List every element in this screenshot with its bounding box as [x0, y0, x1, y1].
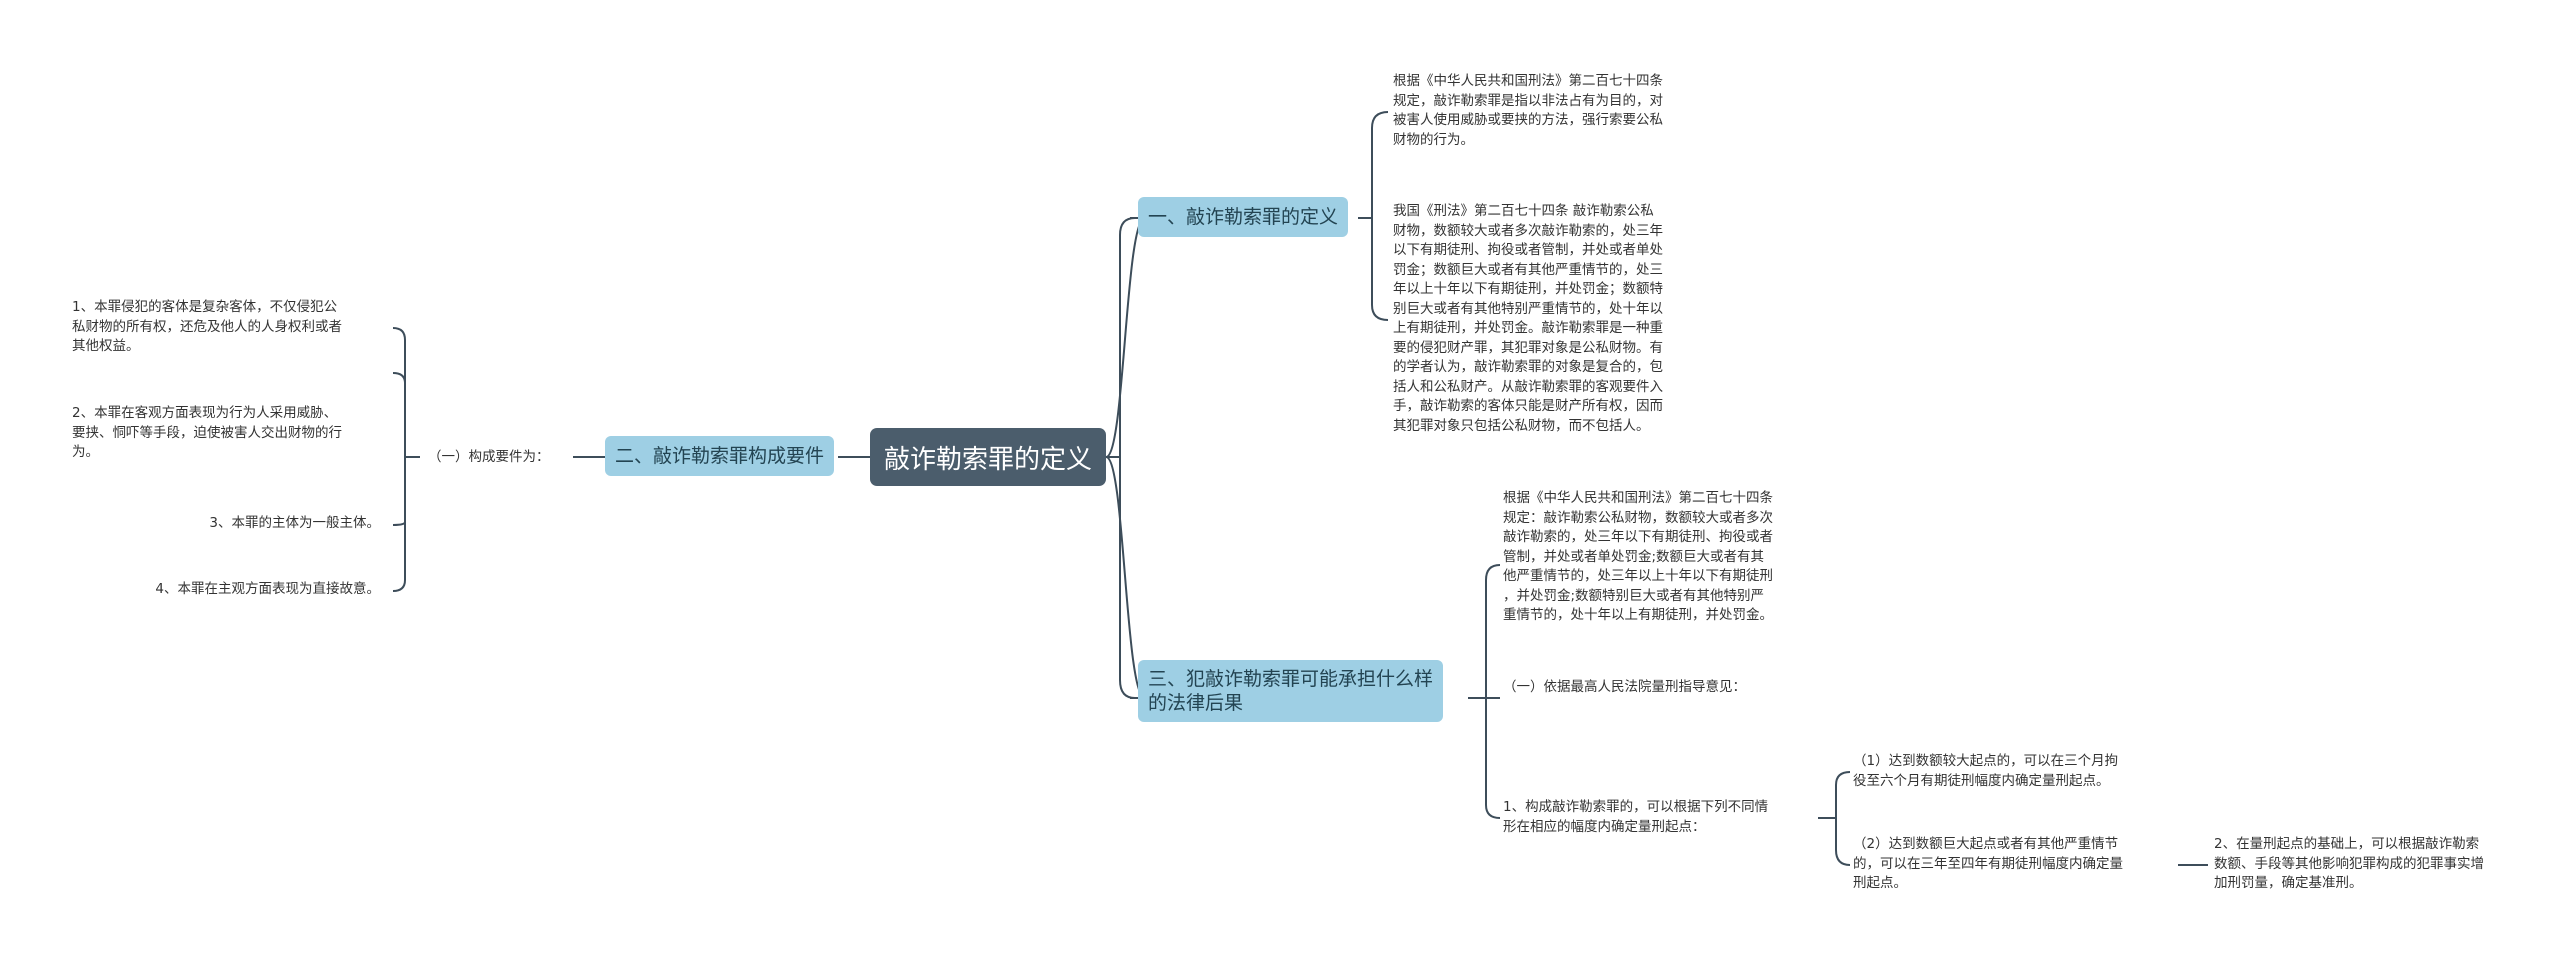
- text-line: 其犯罪对象只包括公私财物，而不包括人。: [1393, 417, 1650, 434]
- text-line: 财物的行为。: [1393, 131, 1474, 148]
- branch-definition[interactable]: 一、敲诈勒索罪的定义: [1138, 197, 1349, 237]
- text-line: （一）构成要件为：: [428, 449, 550, 465]
- consequences-case-1: （1）达到数额较大起点的，可以在三个月拘 役至六个月有期徒刑幅度内确定量刑起点。: [1853, 752, 2118, 791]
- text-line: ，并处罚金;数额特别巨大或者有其他特别严: [1503, 587, 1765, 604]
- link-rule-cases: [1818, 771, 1851, 866]
- text-line: 规定，敲诈勒索罪是指以非法占有为目的，对: [1393, 92, 1663, 109]
- link-sub-items: [392, 327, 420, 592]
- text-line: 罚金；数额巨大或者有其他严重情节的，处三: [1393, 261, 1663, 278]
- text-line: （2）达到数额巨大起点或者有其他严重情节: [1853, 836, 2119, 852]
- text-line: 以下有期徒刑、拘役或者管制，并处或者单处: [1393, 242, 1663, 258]
- text-line: （一）依据最高人民法院量刑指导意见：: [1503, 679, 1746, 695]
- consequences-case-2-detail: 2、在量刑起点的基础上，可以根据敲诈勒索 数额、手段等其他影响犯罪构成的犯罪事实…: [2214, 835, 2484, 894]
- branch-elements[interactable]: 二、敲诈勒索罪构成要件: [605, 436, 835, 476]
- branch-consequences[interactable]: 三、犯敲诈勒索罪可能承担什么样 的法律后果: [1138, 660, 1444, 722]
- root-title: 敲诈勒索罪的定义: [883, 444, 1092, 475]
- link-root-branch1: [1105, 217, 1146, 458]
- definition-text-2: 我国《刑法》第二百七十四条 敲诈勒索公私 财物，数额较大或者多次敲诈勒索的，处三…: [1393, 202, 1663, 436]
- definition-text-1: 根据《中华人民共和国刑法》第二百七十四条 规定，敲诈勒索罪是指以非法占有为目的，…: [1393, 72, 1663, 150]
- text-line: 刑起点。: [1853, 875, 1907, 891]
- branch-elements-label: 二、敲诈勒索罪构成要件: [615, 445, 825, 467]
- text-line: 被害人使用威胁或要挟的方法，强行索要公私: [1393, 112, 1663, 128]
- consequences-rule: 1、构成敲诈勒索罪的，可以根据下列不同情 形在相应的幅度内确定量刑起点：: [1503, 798, 1768, 837]
- branch-consequences-label-line: 三、犯敲诈勒索罪可能承担什么样: [1148, 668, 1434, 690]
- text-line: 数额、手段等其他影响犯罪构成的犯罪事实增: [2214, 855, 2484, 872]
- text-line: 役至六个月有期徒刑幅度内确定量刑起点。: [1853, 772, 2110, 789]
- text-line: 2、本罪在客观方面表现为行为人采用威胁、: [72, 405, 338, 421]
- branch-consequences-label-line: 的法律后果: [1148, 692, 1244, 714]
- text-line: 规定：敲诈勒索公私财物，数额较大或者多次: [1503, 509, 1773, 526]
- text-line: 形在相应的幅度内确定量刑起点：: [1503, 818, 1706, 835]
- elements-item-2: 2、本罪在客观方面表现为行为人采用威胁、 要挟、恫吓等手段，迫使被害人交出财物的…: [72, 404, 342, 463]
- text-line: 管制，并处或者单处罚金;数额巨大或者有其: [1503, 548, 1765, 565]
- text-line: 要挟、恫吓等手段，迫使被害人交出财物的行: [72, 424, 342, 441]
- text-line: 加刑罚量，确定基准刑。: [2214, 875, 2363, 891]
- text-line: 3、本罪的主体为一般主体。: [209, 515, 380, 531]
- text-line: 根据《中华人民共和国刑法》第二百七十四条: [1393, 73, 1663, 89]
- text-line: 重情节的，处十年以上有期徒刑，并处罚金。: [1503, 607, 1773, 623]
- elements-sub-label: （一）构成要件为：: [428, 448, 550, 468]
- consequences-law: 根据《中华人民共和国刑法》第二百七十四条 规定：敲诈勒索公私财物，数额较大或者多…: [1503, 489, 1773, 626]
- text-line: （1）达到数额较大起点的，可以在三个月拘: [1853, 753, 2119, 769]
- link-branch3-items: [1468, 564, 1501, 819]
- link-branch1-items: [1358, 111, 1389, 321]
- link-root-trunk: [1106, 217, 1136, 699]
- text-line: 要的侵犯财产罪，其犯罪对象是公私财物。有: [1393, 339, 1663, 356]
- text-line: 其他权益。: [72, 338, 140, 354]
- text-line: 手，敲诈勒索的客体只能是财产所有权，因而: [1393, 398, 1663, 414]
- text-line: 私财物的所有权，还危及他人的人身权利或者: [72, 318, 342, 335]
- elements-item-3: 3、本罪的主体为一般主体。: [100, 514, 380, 534]
- consequences-case-2: （2）达到数额巨大起点或者有其他严重情节 的，可以在三年至四年有期徒刑幅度内确定…: [1853, 835, 2123, 894]
- text-line: 我国《刑法》第二百七十四条 敲诈勒索公私: [1393, 203, 1654, 219]
- text-line: 他严重情节的，处三年以上十年以下有期徒刑: [1503, 568, 1773, 584]
- text-line: 财物，数额较大或者多次敲诈勒索的，处三年: [1393, 222, 1663, 239]
- branch-definition-label: 一、敲诈勒索罪的定义: [1148, 206, 1339, 228]
- root-node[interactable]: 敲诈勒索罪的定义: [870, 428, 1106, 486]
- text-line: 4、本罪在主观方面表现为直接故意。: [155, 581, 380, 597]
- elements-item-4: 4、本罪在主观方面表现为直接故意。: [100, 580, 380, 600]
- text-line: 上有期徒刑，并处罚金。敲诈勒索罪是一种重: [1393, 320, 1663, 336]
- elements-item-1: 1、本罪侵犯的客体是复杂客体，不仅侵犯公 私财物的所有权，还危及他人的人身权利或…: [72, 298, 342, 357]
- text-line: 1、构成敲诈勒索罪的，可以根据下列不同情: [1503, 799, 1769, 815]
- text-line: 年以上十年以下有期徒刑，并处罚金；数额特: [1393, 281, 1663, 297]
- text-line: 的，可以在三年至四年有期徒刑幅度内确定量: [1853, 855, 2123, 872]
- text-line: 根据《中华人民共和国刑法》第二百七十四条: [1503, 490, 1773, 506]
- text-line: 1、本罪侵犯的客体是复杂客体，不仅侵犯公: [72, 299, 338, 315]
- text-line: 别巨大或者有其他特别严重情节的，处十年以: [1393, 300, 1663, 317]
- text-line: 敲诈勒索的，处三年以下有期徒刑、拘役或者: [1503, 529, 1773, 545]
- text-line: 为。: [72, 444, 99, 460]
- text-line: 的学者认为，敲诈勒索罪的对象是复合的，包: [1393, 359, 1663, 375]
- text-line: 括人和公私财产。从敲诈勒索罪的客观要件入: [1393, 378, 1663, 395]
- text-line: 2、在量刑起点的基础上，可以根据敲诈勒索: [2214, 836, 2480, 852]
- consequences-opinion: （一）依据最高人民法院量刑指导意见：: [1503, 678, 1746, 698]
